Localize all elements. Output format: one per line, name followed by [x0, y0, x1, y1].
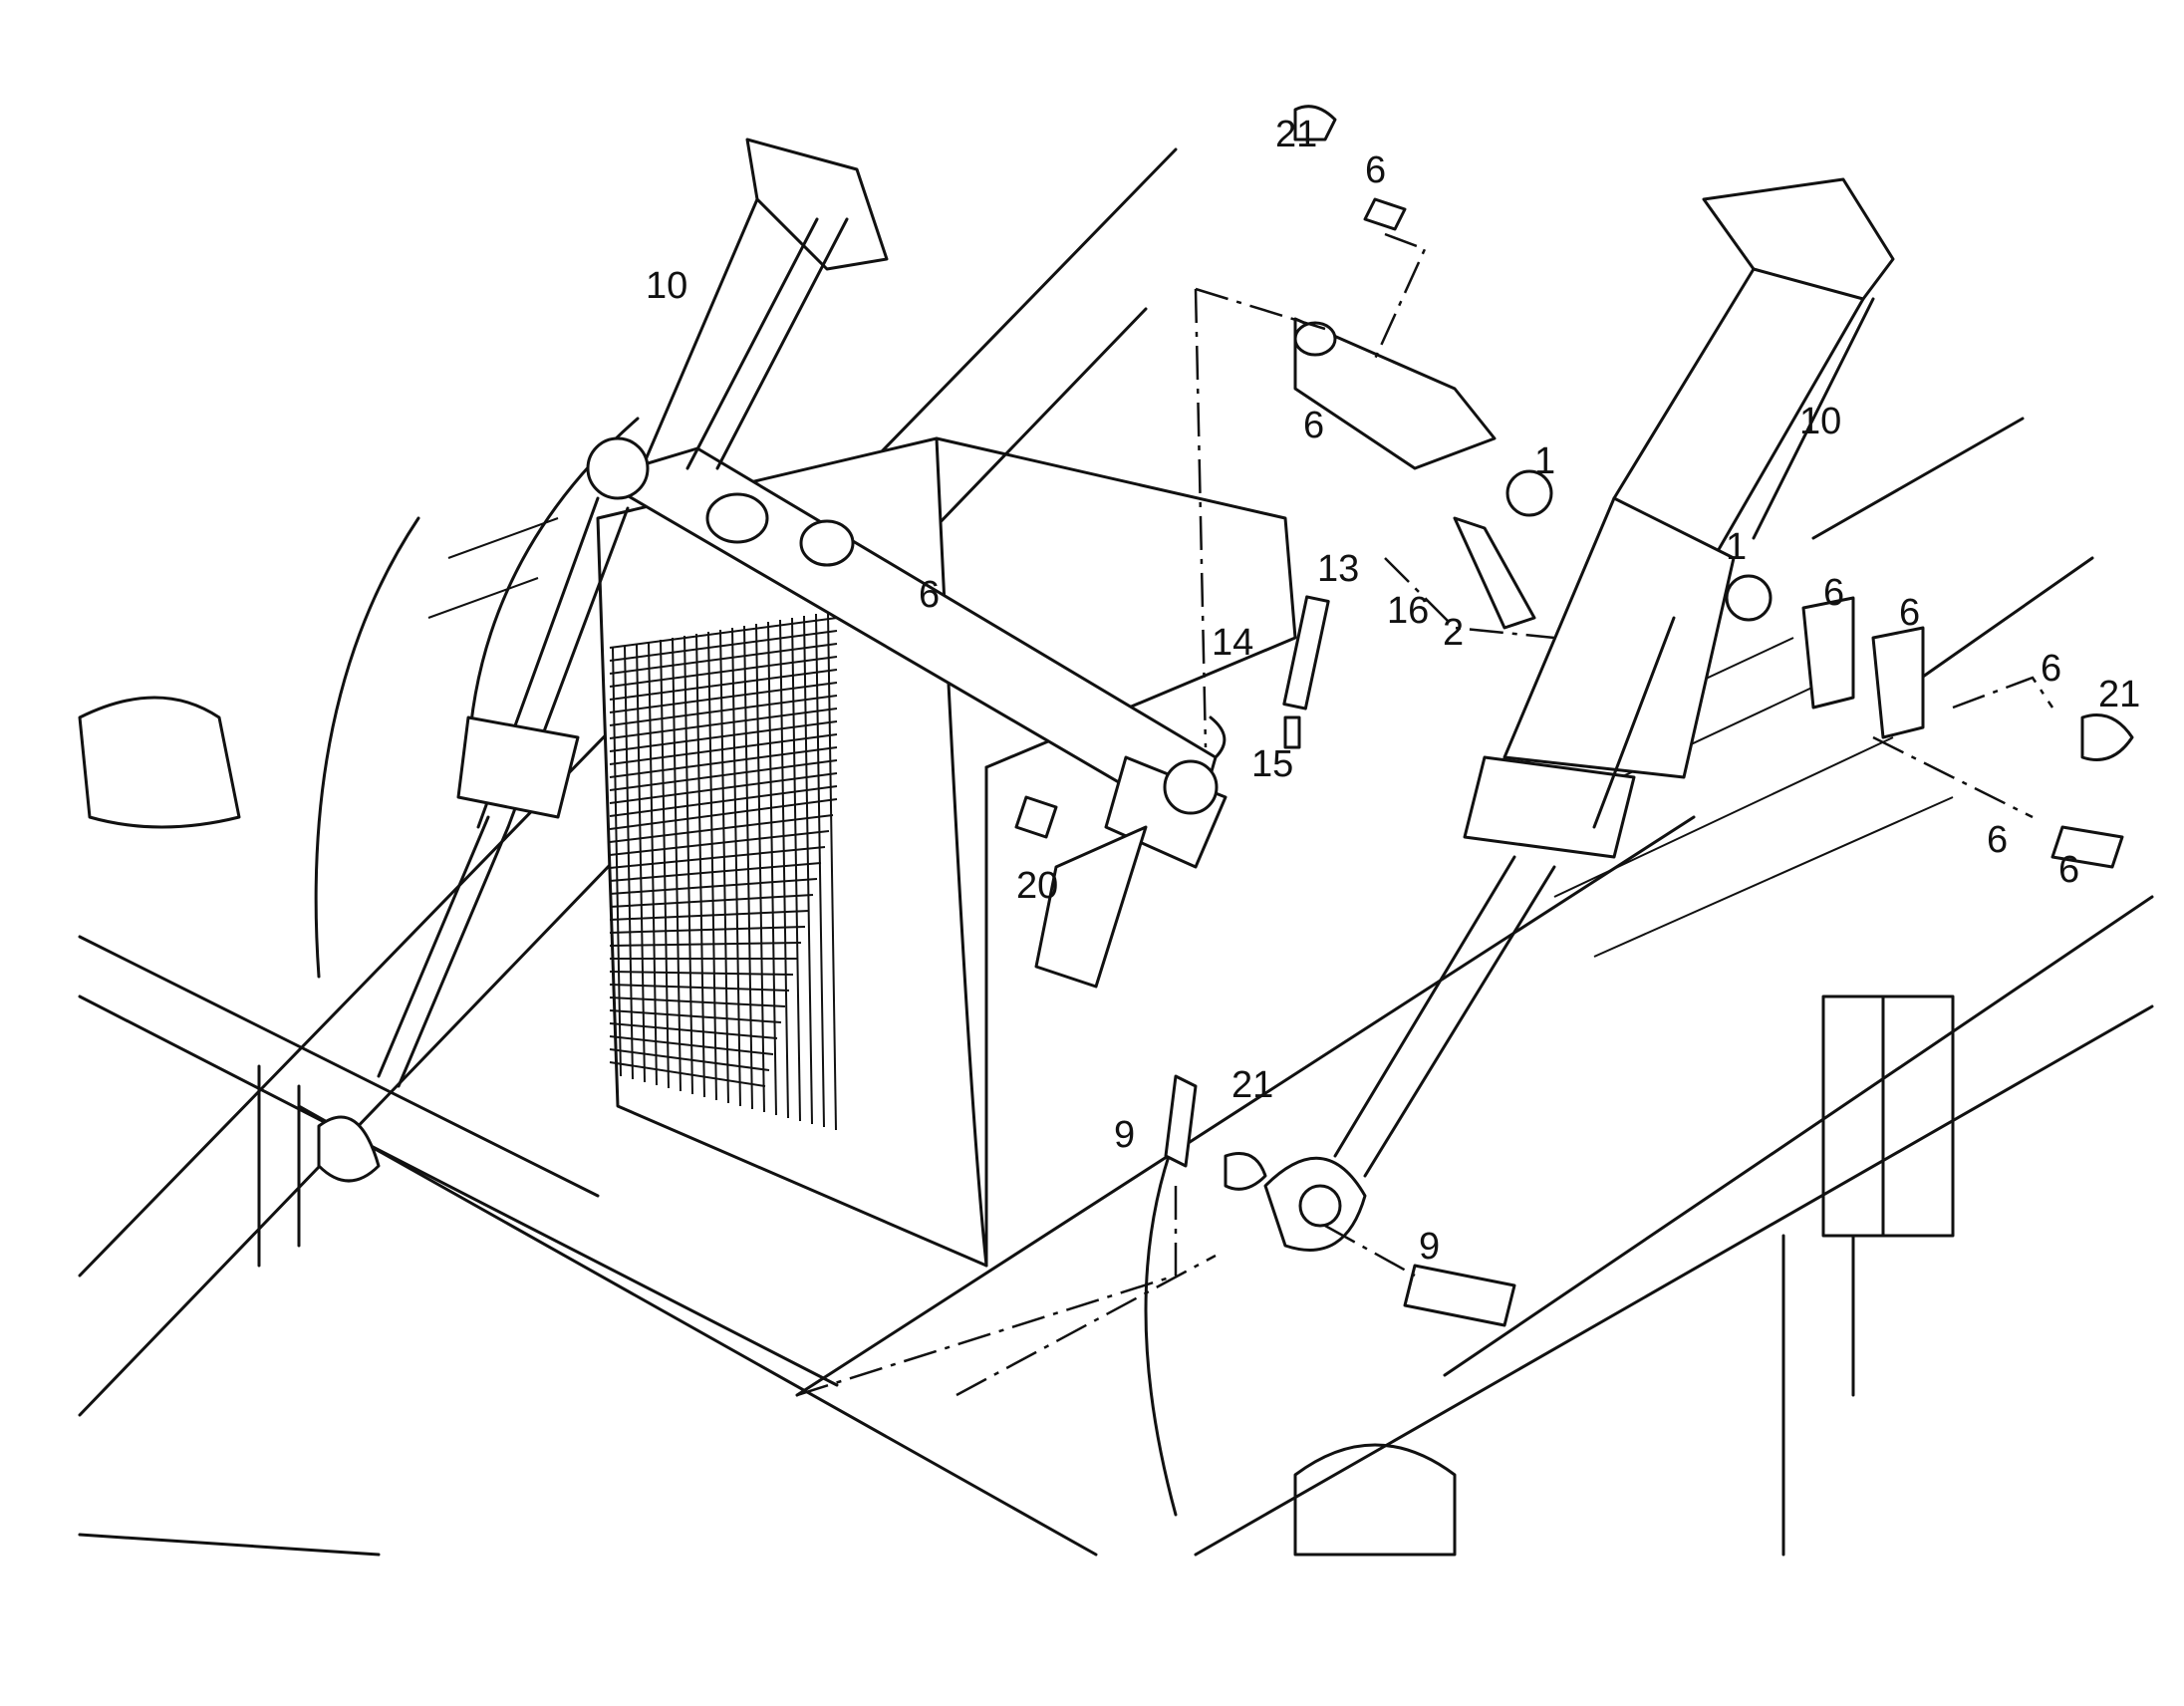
radiator-grid-line	[609, 708, 838, 739]
callout-2: 2	[1443, 612, 1465, 654]
left-strut	[257, 138, 889, 1268]
callout-6h: 6	[2058, 849, 2080, 891]
radiator-grid-line	[609, 720, 838, 752]
hardware-parts	[1014, 105, 2134, 1327]
radiator-grid-line	[815, 613, 825, 1128]
machine-frame	[78, 147, 2154, 1557]
radiator-grid-line	[624, 645, 634, 1080]
radiator-grid-line	[609, 630, 838, 662]
callout-16: 16	[1387, 590, 1430, 632]
radiator-grid-line	[609, 1048, 770, 1071]
radiator-grid-line	[609, 996, 786, 1007]
radiator-grid-line	[609, 643, 838, 675]
radiator-grid-line	[609, 617, 838, 649]
callout-13: 13	[1317, 548, 1360, 590]
assembly-lines	[796, 232, 2054, 1397]
radiator-grid-line	[609, 894, 814, 908]
radiator-core-grid	[609, 611, 838, 1131]
callout-14: 14	[1212, 622, 1254, 664]
callout-10b: 10	[1799, 401, 1842, 442]
radiator-grid-line	[609, 695, 838, 726]
radiator-grid-line	[609, 846, 826, 869]
radiator-grid-line	[609, 984, 790, 992]
callout-20: 20	[1016, 865, 1059, 907]
radiator-grid-line	[612, 647, 622, 1077]
radiator-grid-line	[609, 669, 838, 701]
callout-21a: 21	[1275, 114, 1318, 155]
radiator-grid-line	[683, 635, 693, 1095]
radiator-grid-line	[731, 627, 741, 1107]
callout-1a: 1	[1534, 440, 1556, 482]
callout-6f: 6	[2041, 648, 2062, 690]
radiator-grid-line	[827, 611, 837, 1131]
callout-15: 15	[1251, 743, 1294, 785]
callout-6g: 6	[1987, 819, 2009, 861]
radiator-grid-line	[609, 759, 838, 791]
radiator-grid-line	[609, 971, 794, 976]
radiator-grid-line	[743, 625, 753, 1110]
callout-21c: 21	[1231, 1064, 1274, 1106]
radiator-grid-line	[609, 1061, 766, 1087]
radiator-grid-line	[609, 656, 838, 688]
callout-21b: 21	[2098, 674, 2141, 715]
radiator-grid-line	[609, 733, 838, 765]
radiator-grid-line	[636, 643, 646, 1083]
radiator-grid-line	[609, 910, 810, 921]
radiator-grid-line	[609, 1035, 774, 1055]
radiator-grid-line	[707, 631, 717, 1101]
radiator-grid-line	[609, 878, 818, 895]
radiator-grid-line	[609, 798, 838, 830]
radiator-grid-line	[609, 926, 806, 934]
radiator-grid-line	[695, 633, 705, 1098]
radiator-grid-line	[609, 1022, 778, 1039]
callout-6c: 6	[919, 574, 941, 616]
callout-1b: 1	[1726, 526, 1748, 568]
radiator-grid-line	[719, 629, 729, 1104]
callout-6d: 6	[1823, 572, 1845, 614]
callout-6e: 6	[1899, 592, 1921, 634]
callout-9b: 9	[1419, 1226, 1441, 1268]
radiator-grid-line	[660, 639, 670, 1089]
radiator-grid-line	[609, 746, 838, 778]
radiator-grid-line	[609, 814, 834, 843]
radiator-grid-line	[609, 785, 838, 817]
callout-6b: 6	[1303, 405, 1325, 446]
callout-6a: 6	[1365, 149, 1387, 191]
callout-9a: 9	[1114, 1114, 1136, 1156]
radiator-grid-line	[609, 682, 838, 713]
radiator-grid-line	[609, 862, 822, 882]
radiator-grid-line	[609, 1009, 782, 1023]
radiator-grid-line	[609, 942, 802, 947]
radiator-grid-line	[609, 830, 830, 856]
callout-10a: 10	[646, 265, 688, 307]
radiator-grid-line	[609, 772, 838, 804]
right-strut	[1263, 177, 1895, 1252]
